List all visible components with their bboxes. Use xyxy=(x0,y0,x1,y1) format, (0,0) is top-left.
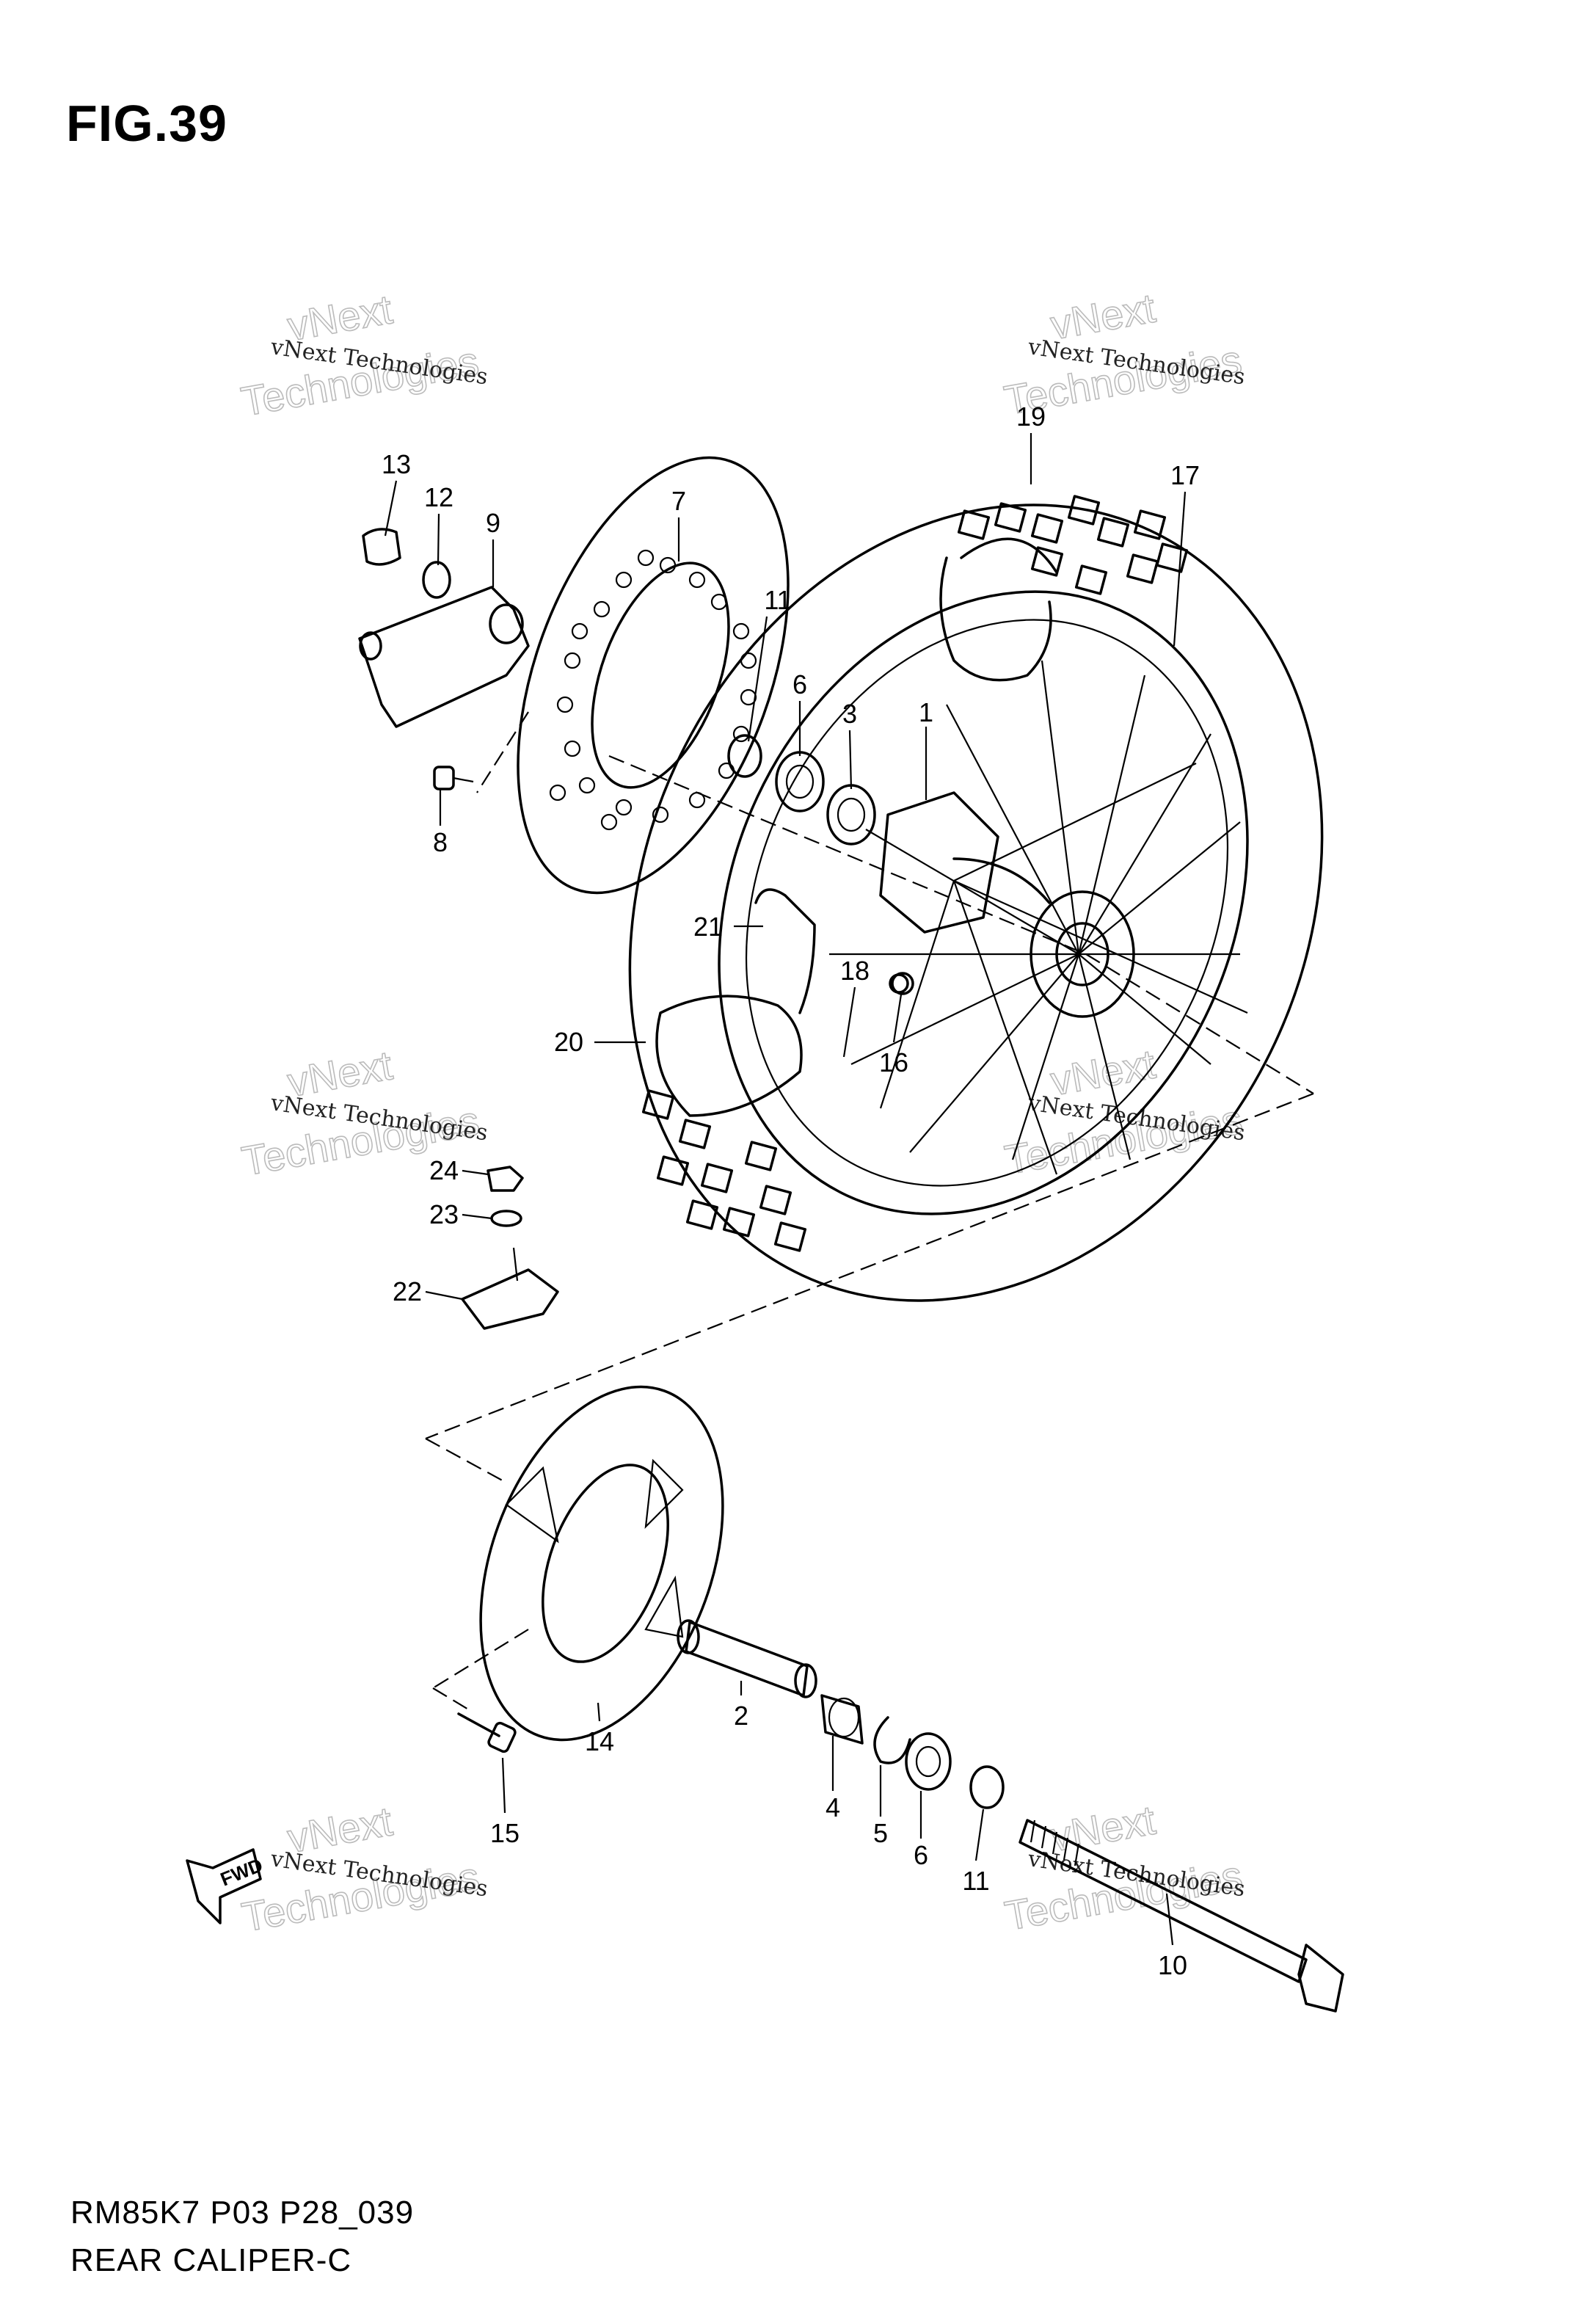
callout-23: 23 xyxy=(429,1199,459,1229)
axle-spacer-2 xyxy=(677,1619,817,1698)
callout-22: 22 xyxy=(393,1276,422,1306)
callout-3: 3 xyxy=(842,699,857,729)
nipple-16 xyxy=(891,972,914,995)
callout-1: 1 xyxy=(919,697,933,727)
model-code: RM85K7 P03 P28_039 xyxy=(70,2195,415,2231)
circlip-5 xyxy=(873,1716,911,1764)
assembly-guide-lines xyxy=(425,711,1314,1711)
callout-13: 13 xyxy=(382,449,411,479)
bolt-8 xyxy=(433,766,474,790)
callout-numbers: 1 2 3 4 5 6 6 7 8 9 10 11 11 12 13 14 15… xyxy=(382,401,1200,1980)
spacer-11-upper xyxy=(727,734,762,778)
spacer-11-lower xyxy=(969,1765,1005,1809)
callout-17: 17 xyxy=(1170,460,1200,490)
bearing-3 xyxy=(826,784,876,846)
callout-5: 5 xyxy=(873,1818,888,1848)
rear-axle-10 xyxy=(1019,1819,1344,2013)
callout-9: 9 xyxy=(486,508,500,538)
callout-19: 19 xyxy=(1016,401,1046,432)
washer-12 xyxy=(422,561,451,599)
section-name: REAR CALIPER-C xyxy=(70,2242,352,2278)
leader-lines xyxy=(384,433,1187,1946)
callout-8: 8 xyxy=(433,827,448,857)
rim-lock-22 xyxy=(461,1247,559,1330)
bearing-6-lower xyxy=(905,1732,952,1791)
callout-16: 16 xyxy=(879,1047,908,1077)
callout-6-lower: 6 xyxy=(914,1840,928,1870)
washer-23 xyxy=(490,1210,522,1227)
brake-disc xyxy=(517,456,790,895)
callout-14: 14 xyxy=(585,1726,614,1756)
callout-21: 21 xyxy=(693,912,723,942)
callout-12: 12 xyxy=(424,482,453,512)
callout-4: 4 xyxy=(826,1792,840,1822)
figure-title: FIG.39 xyxy=(66,95,227,152)
bearing-4 xyxy=(820,1694,864,1745)
callout-11-upper: 11 xyxy=(764,585,791,615)
wheel-spokes xyxy=(829,660,1248,1175)
callout-7: 7 xyxy=(671,486,686,516)
callout-11-lower: 11 xyxy=(962,1866,989,1896)
callout-2: 2 xyxy=(734,1701,748,1731)
callout-20: 20 xyxy=(554,1027,583,1057)
bolt-15 xyxy=(457,1712,517,1753)
callout-18: 18 xyxy=(840,956,870,986)
bolt-13 xyxy=(362,528,401,566)
wheel-hub xyxy=(879,791,1135,1018)
rear-wheel xyxy=(628,495,1324,1302)
caliper-bracket xyxy=(358,586,530,728)
callout-24: 24 xyxy=(429,1155,459,1185)
tire-tread-bottom xyxy=(641,1089,807,1252)
fwd-label: FWD xyxy=(217,1854,266,1891)
inner-tube xyxy=(655,888,816,1117)
callout-15: 15 xyxy=(490,1818,520,1848)
tire-tread-top xyxy=(957,495,1189,595)
callout-6-upper: 6 xyxy=(792,669,807,699)
bearing-6-upper xyxy=(775,751,825,813)
callout-10: 10 xyxy=(1158,1950,1187,1980)
rear-sprocket xyxy=(479,1385,724,1742)
nut-24 xyxy=(487,1166,524,1192)
